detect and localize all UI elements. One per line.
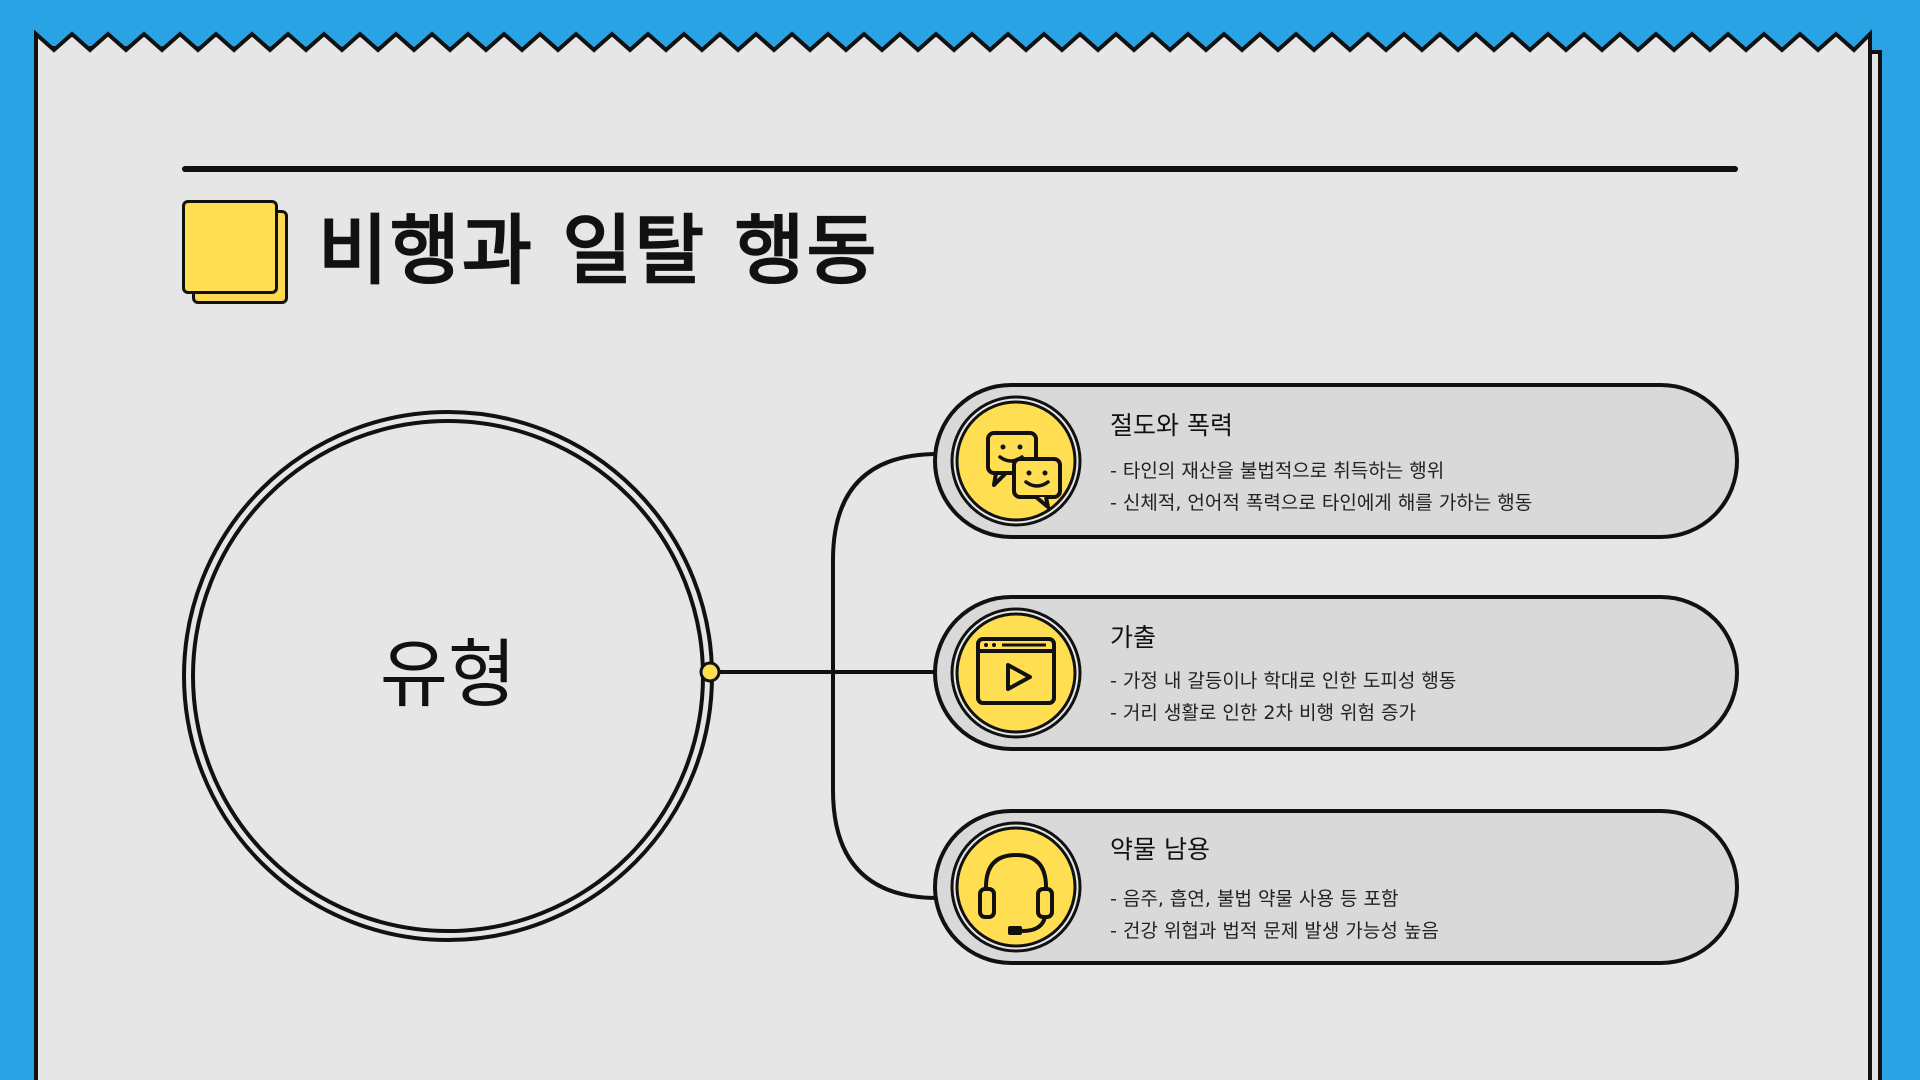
category-title: 가출 — [1110, 623, 1157, 652]
page-title: 비행과 일탈 행동 — [318, 206, 879, 295]
pill-shape — [933, 809, 1739, 965]
category-card-substance-abuse: 약물 남용 - 음주, 흡연, 불법 약물 사용 등 포함 - 건강 위협과 법… — [932, 808, 1740, 966]
category-item: - 건강 위협과 법적 문제 발생 가능성 높음 — [1110, 920, 1439, 942]
chat-bubbles-icon — [950, 395, 1082, 527]
category-item: - 음주, 흡연, 불법 약물 사용 등 포함 — [1110, 888, 1399, 910]
category-card-theft-violence: 절도와 폭력 - 타인의 재산을 불법적으로 취득하는 행위 - 신체적, 언어… — [932, 382, 1740, 540]
center-label: 유형 — [379, 632, 517, 718]
pill-shape — [933, 595, 1739, 751]
connector-lines — [712, 452, 939, 900]
category-item: - 타인의 재산을 불법적으로 취득하는 행위 — [1110, 460, 1445, 482]
headset-icon — [950, 821, 1082, 953]
category-item: - 거리 생활로 인한 2차 비행 위험 증가 — [1110, 702, 1416, 724]
title-divider — [182, 166, 1738, 172]
video-play-window-icon — [950, 607, 1082, 739]
category-title: 절도와 폭력 — [1110, 411, 1233, 440]
category-card-runaway: 가출 - 가정 내 갈등이나 학대로 인한 도피성 행동 - 거리 생활로 인한… — [932, 594, 1740, 752]
title-square-icon — [182, 200, 290, 306]
category-item: - 가정 내 갈등이나 학대로 인한 도피성 행동 — [1110, 670, 1457, 692]
pill-shape — [933, 383, 1739, 539]
connector-dot — [699, 661, 721, 683]
category-item: - 신체적, 언어적 폭력으로 타인에게 해를 가하는 행동 — [1110, 492, 1533, 514]
category-title: 약물 남용 — [1110, 835, 1210, 864]
